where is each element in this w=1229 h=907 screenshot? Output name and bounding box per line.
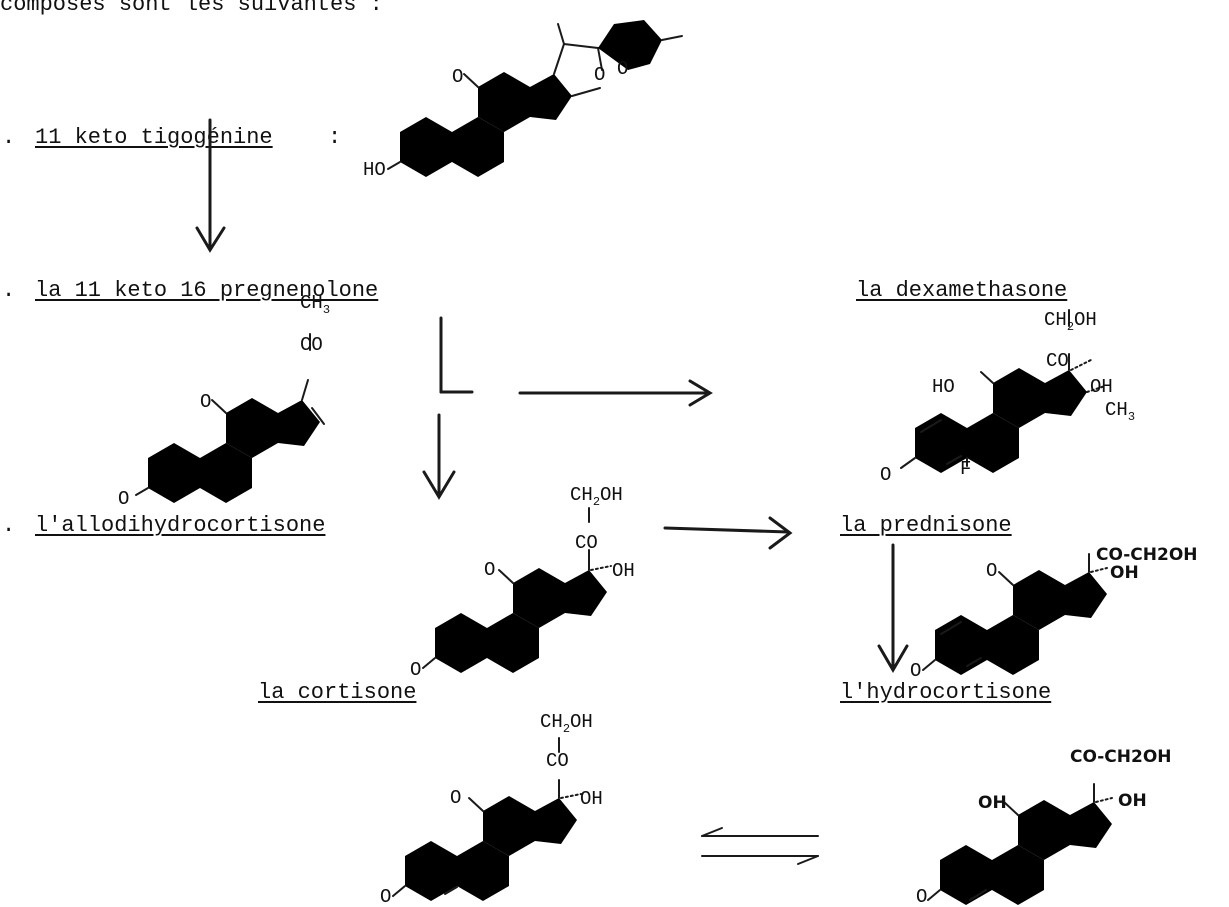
cortisone-keto-11: O (450, 787, 461, 809)
cortisone-hydroxyl-17: OH (580, 788, 603, 810)
label-prednisone: la prednisone (840, 513, 1012, 538)
hydrocortisone-side-chain: CO-CH2OH (1070, 747, 1172, 767)
dexamethasone-methyl: CH3 (1105, 399, 1135, 424)
groups-allodihydrocortisone: CH2OH CO OH O O (410, 484, 635, 681)
structure-pregnenolone (135, 333, 325, 503)
arrow-to-dexamethasone (518, 379, 713, 407)
dexamethasone-carbonyl: CO (1046, 350, 1069, 372)
pregnenolone-keto: O (200, 391, 211, 413)
allodihydrocortisone-ch2oh: CH2OH (570, 484, 623, 509)
tigogenine-spiro-o1: O (594, 64, 605, 86)
arrow-tigogenine-to-pregnenolone (195, 118, 226, 253)
groups-cortisone: CH2OH CO OH O O (380, 711, 603, 907)
structure-cortisone (392, 737, 582, 901)
groups-dexamethasone: CH2OH CO HO OH CH3 F O (880, 309, 1135, 486)
hydrocortisone-hydroxyl-11: OH (978, 793, 1007, 813)
structure-allodihydrocortisone (422, 507, 612, 673)
prednisone-side-chain: CO-CH2OH (1096, 545, 1198, 565)
groups-hydrocortisone: CO-CH2OH OH OH O (916, 747, 1172, 907)
structure-dexamethasone (900, 309, 1106, 473)
label-tigogenine-colon: : (328, 125, 342, 150)
arrow-to-allodihydrocortisone (422, 413, 456, 500)
dexamethasone-keto: O (880, 464, 891, 486)
cortisone-keto-3: O (380, 886, 391, 907)
label-pregnenolone: la 11 keto 16 pregnenolone (35, 278, 379, 303)
arrow-prednisone-to-hydrocortisone (877, 543, 909, 673)
equilibrium-arrows (701, 827, 819, 865)
allodihydrocortisone-hydroxyl-17: OH (612, 560, 635, 582)
pregnenolone-methyl: CH3 (300, 292, 330, 317)
structure-tigogenine (387, 20, 683, 177)
structure-hydrocortisone (927, 783, 1113, 905)
tigogenine-keto: O (452, 66, 463, 88)
label-cortisone: la cortisone (258, 680, 417, 705)
allodihydrocortisone-keto-3: O (410, 659, 421, 681)
dexamethasone-hydroxyl-11: HO (932, 376, 955, 398)
arrow-allodihydrocortisone-to-prednisone (663, 516, 793, 550)
pregnenolone-carbonyl: CO (300, 334, 323, 356)
tigogenine-spiro-o2: O (617, 58, 628, 80)
prednisone-keto-11: O (986, 560, 997, 582)
label-allodihydrocortisone: l'allodihydrocortisone (35, 513, 326, 538)
bullet-allodihydrocortisone: . (2, 513, 16, 538)
groups-prednisone: CO-CH2OH OH O O (910, 545, 1198, 682)
header-fragment: composés sont les suivantes : (0, 0, 383, 17)
bullet-tigogenine: . (2, 125, 16, 150)
allodihydrocortisone-carbonyl: CO (575, 532, 598, 554)
groups-tigogenine: O HO O O (363, 58, 628, 181)
groups-pregnenolone: CH3 CO O O (118, 292, 330, 510)
arrow-pregnenolone-fork (439, 316, 474, 394)
tigogenine-hydroxyl: HO (363, 159, 386, 181)
hydrocortisone-hydroxyl-17: OH (1118, 791, 1147, 811)
hydrocortisone-keto-3: O (916, 886, 927, 907)
bullet-pregnenolone: . (2, 278, 16, 303)
label-tigogenine: 11 keto tigogénine (35, 125, 273, 150)
dexamethasone-ch2oh: CH2OH (1044, 309, 1097, 334)
label-hydrocortisone: l'hydrocortisone (840, 680, 1052, 705)
pregnenolone-ring-o: O (118, 488, 129, 510)
label-dexamethasone: la dexamethasone (856, 278, 1068, 303)
dexamethasone-hydroxyl-17: OH (1090, 376, 1113, 398)
cortisone-ch2oh: CH2OH (540, 711, 593, 736)
dexamethasone-fluoro: F (960, 458, 971, 480)
prednisone-keto-3: O (910, 660, 921, 682)
allodihydrocortisone-keto-11: O (484, 559, 495, 581)
structure-prednisone (922, 553, 1108, 675)
cortisone-carbonyl: CO (546, 750, 569, 772)
prednisone-hydroxyl-17: OH (1110, 563, 1139, 583)
